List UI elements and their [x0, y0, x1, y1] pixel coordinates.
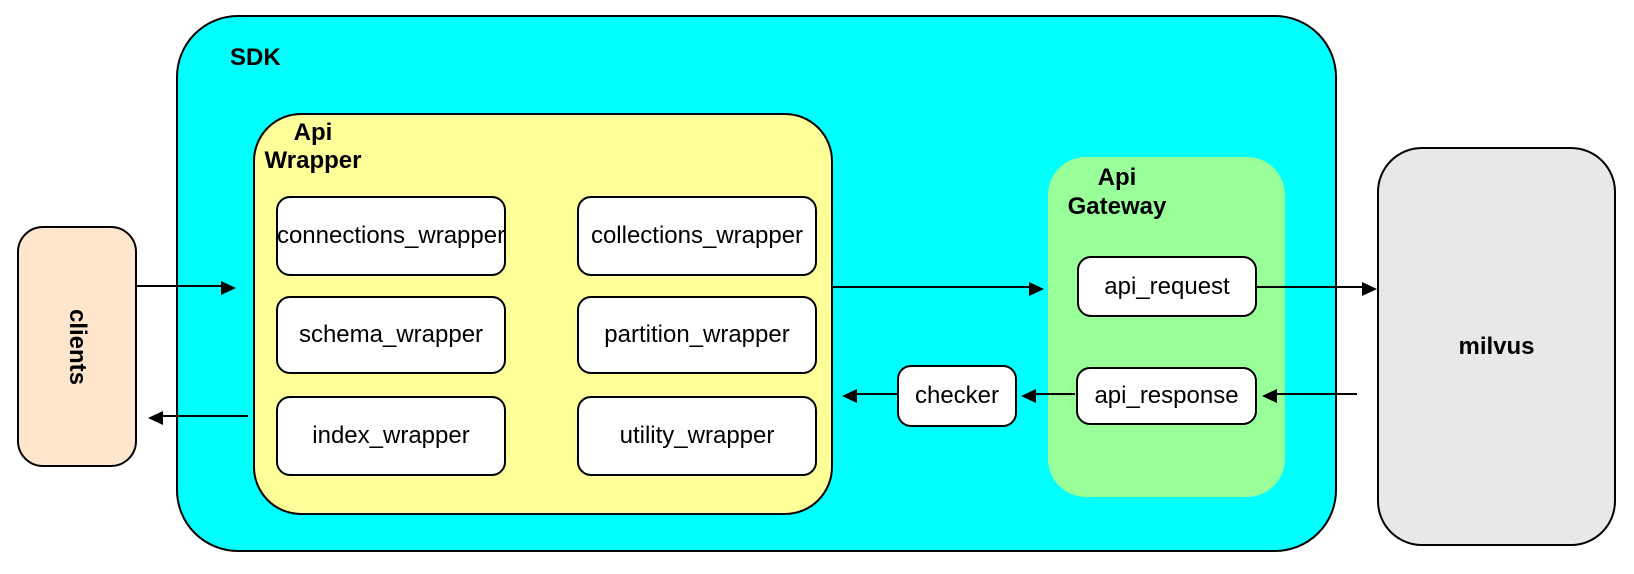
api-gateway-container [1048, 157, 1285, 497]
wrapper-box-collections: collections_wrapper [577, 196, 817, 276]
api-gateway-label: Api Gateway [1048, 163, 1186, 221]
wrapper-box-partition: partition_wrapper [577, 296, 817, 374]
arrowhead-left-icon [842, 389, 857, 403]
sdk-label: SDK [230, 44, 281, 71]
arrowhead-right-icon [1029, 282, 1044, 296]
api-gateway-label-line2: Gateway [1067, 193, 1167, 220]
arrow-api-request-to-milvus [1257, 282, 1377, 296]
arrow-milvus-to-api-response [1262, 389, 1357, 403]
arrowhead-left-icon [1021, 389, 1036, 403]
arrow-api-response-to-checker [1021, 389, 1075, 403]
arrowhead-right-icon [221, 281, 236, 295]
arrow-clients-to-api-wrapper [137, 281, 236, 295]
arrow-api-wrapper-to-clients [148, 411, 248, 425]
api-response-box: api_response [1076, 367, 1257, 425]
clients-label: clients [64, 308, 91, 385]
api-gateway-label-line1: Api [1097, 164, 1137, 191]
arrowhead-left-icon [1262, 389, 1277, 403]
api-wrapper-label-line2: Wrapper [264, 147, 362, 174]
wrapper-box-index: index_wrapper [276, 396, 506, 476]
api-request-box: api_request [1077, 256, 1257, 317]
milvus-node: milvus [1377, 147, 1616, 546]
checker-box: checker [897, 365, 1017, 427]
wrapper-box-schema: schema_wrapper [276, 296, 506, 374]
wrapper-box-connections: connections_wrapper [276, 196, 506, 276]
clients-node: clients [17, 226, 137, 467]
api-wrapper-label: Api Wrapper [253, 119, 373, 175]
arrowhead-left-icon [148, 411, 163, 425]
api-wrapper-label-line1: Api [293, 119, 333, 146]
arrow-checker-to-api-wrapper [842, 389, 897, 403]
arrowhead-right-icon [1362, 282, 1377, 296]
wrapper-box-utility: utility_wrapper [577, 396, 817, 476]
arrow-api-wrapper-to-api-gateway [833, 282, 1044, 296]
